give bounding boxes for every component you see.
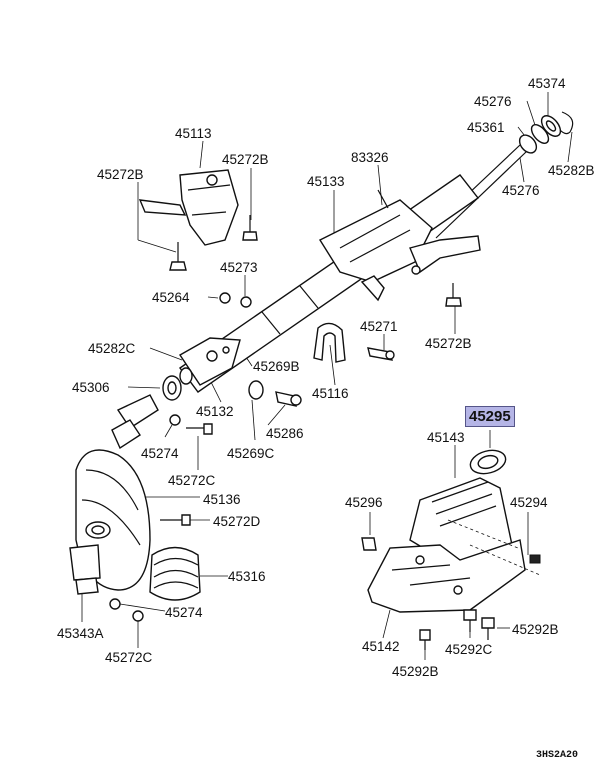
part-label-45136: 45136 — [203, 492, 241, 507]
upper-shaft-end — [429, 111, 574, 239]
part-label-45273: 45273 — [220, 260, 258, 275]
lower-fasteners — [109, 598, 144, 622]
part-label-45272c-lower: 45272C — [105, 650, 153, 665]
part-label-45292b-bottom: 45292B — [392, 664, 439, 679]
bolts — [169, 215, 462, 361]
part-label-45306: 45306 — [72, 380, 110, 395]
part-label-45133: 45133 — [307, 174, 345, 189]
dust-cover — [69, 449, 191, 595]
part-label-45113: 45113 — [175, 126, 212, 141]
part-label-45274-upper: 45274 — [141, 446, 179, 461]
part-label-45264: 45264 — [152, 290, 190, 305]
part-label-45269b: 45269B — [253, 359, 300, 374]
cover-fasteners — [361, 537, 541, 650]
part-label-45282c: 45282C — [88, 341, 136, 356]
part-label-45295-highlighted[interactable]: 45295 — [465, 406, 515, 427]
part-label-45276-upper: 45276 — [474, 94, 512, 109]
part-label-45272b-mid: 45272B — [425, 336, 472, 351]
part-label-45272c-upper: 45272C — [168, 473, 216, 488]
part-label-45361: 45361 — [467, 120, 505, 135]
part-label-45272b-right: 45272B — [222, 152, 269, 167]
part-label-83326: 83326 — [351, 150, 389, 165]
part-label-45316: 45316 — [228, 569, 266, 584]
part-label-45292c: 45292C — [445, 642, 493, 657]
part-label-45274-lower: 45274 — [165, 605, 203, 620]
part-label-45374: 45374 — [528, 76, 566, 91]
part-label-45286: 45286 — [266, 426, 304, 441]
column-cover — [367, 449, 541, 613]
part-label-45132: 45132 — [196, 404, 234, 419]
part-label-45143: 45143 — [427, 430, 465, 445]
part-label-45272b-left: 45272B — [97, 167, 144, 182]
bellows-boot — [149, 546, 201, 601]
column-bracket — [138, 169, 239, 246]
clamp — [313, 322, 346, 363]
bolt-45286 — [248, 380, 302, 407]
part-label-45296: 45296 — [345, 495, 383, 510]
part-label-45272d: 45272D — [213, 514, 261, 529]
part-label-45292b-right: 45292B — [512, 622, 559, 637]
diagram-code: 3HS2A20 — [536, 750, 579, 761]
part-label-45294: 45294 — [510, 495, 548, 510]
part-label-45269c: 45269C — [227, 446, 275, 461]
part-label-45271: 45271 — [360, 319, 398, 334]
part-label-45142: 45142 — [362, 639, 400, 654]
part-label-45116: 45116 — [312, 386, 349, 401]
part-label-45343a: 45343A — [57, 626, 104, 641]
part-label-45282b: 45282B — [548, 163, 595, 178]
part-label-45276-lower: 45276 — [502, 183, 540, 198]
lower-joint — [111, 337, 241, 450]
column-tube — [179, 174, 481, 393]
